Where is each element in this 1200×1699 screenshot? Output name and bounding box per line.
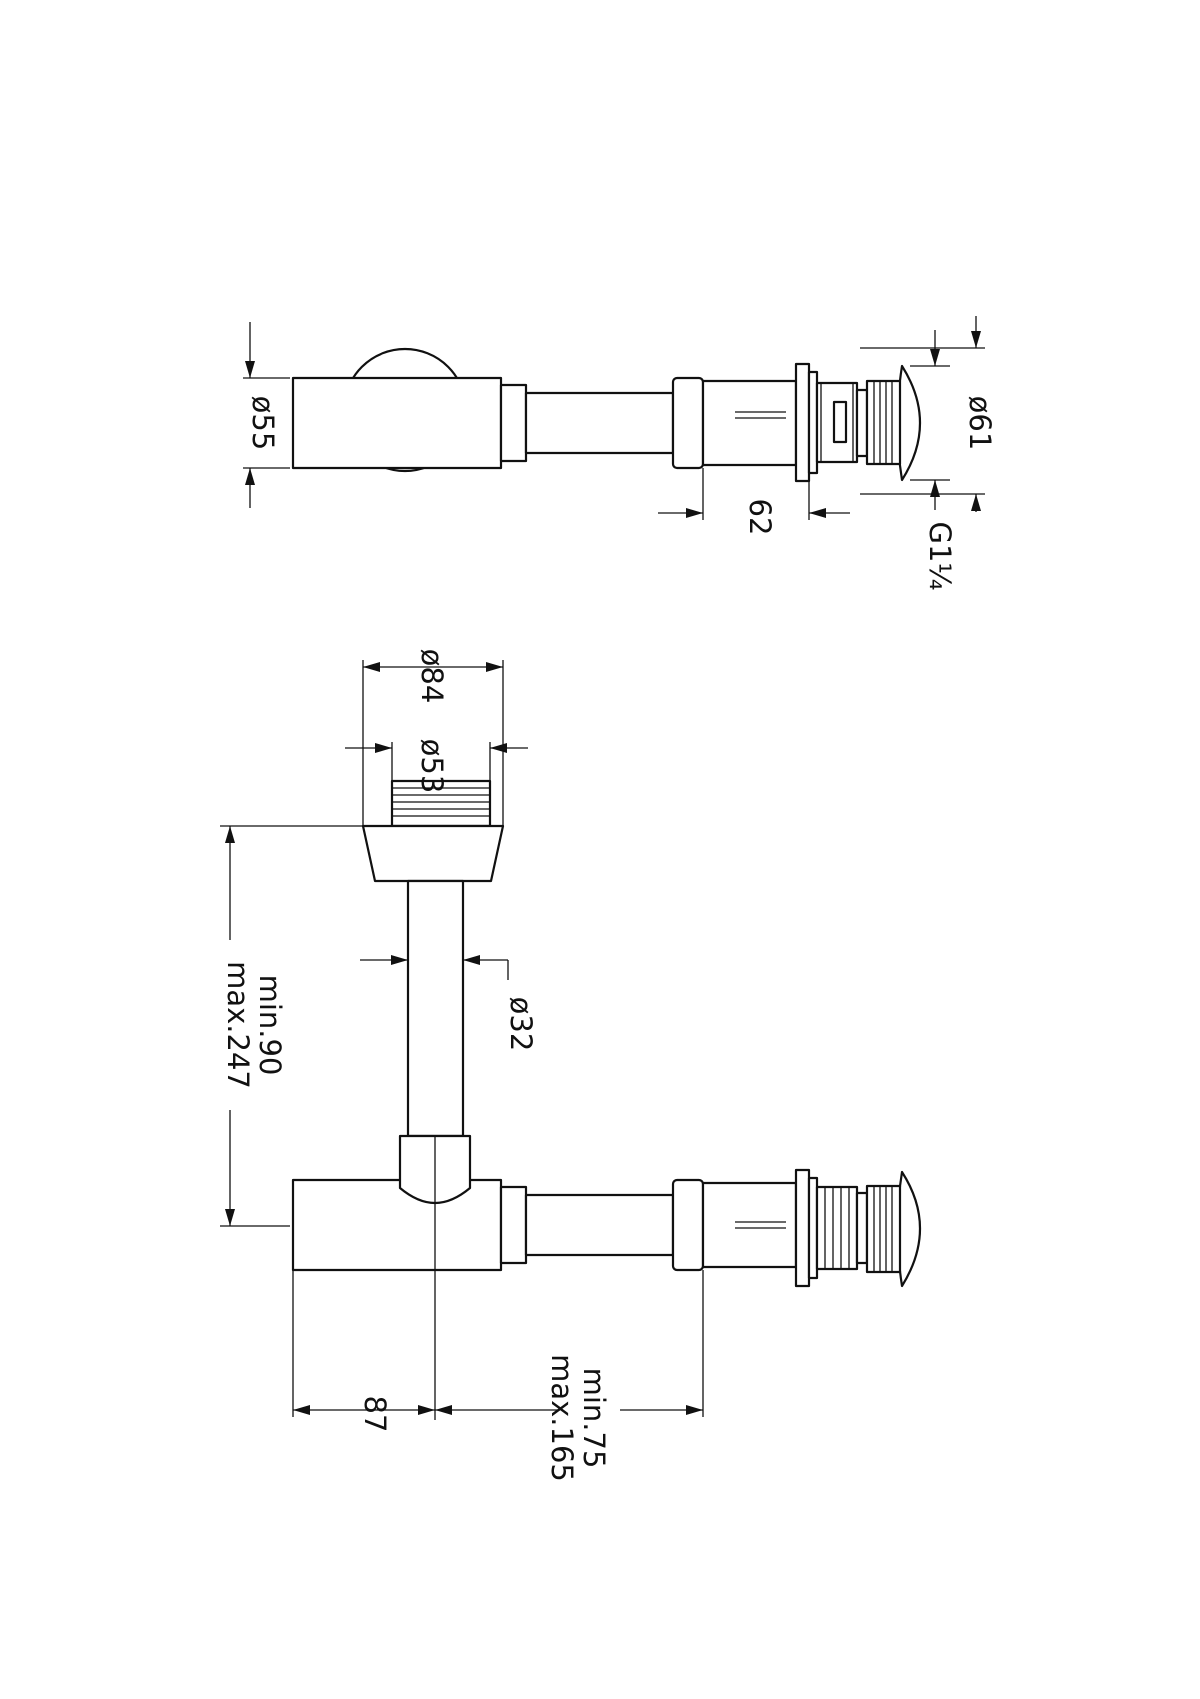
front-horizontal-pipe [524, 1193, 675, 1257]
dim-thread-g1-1-4: G1¼ [923, 521, 957, 590]
dim-dia-61: ø61 [963, 396, 997, 451]
dim-height-max: max.247 [221, 961, 255, 1089]
front-trap-housing [291, 1178, 503, 1272]
top-flange-lip [807, 370, 819, 475]
dim-height-min: min.90 [253, 975, 287, 1076]
top-trap-collar [499, 383, 528, 463]
dim-dia-32: ø32 [504, 997, 538, 1052]
top-pipe [524, 391, 675, 455]
top-nut [671, 376, 705, 470]
front-trap-collar [499, 1185, 528, 1265]
dim-length-min: min.75 [577, 1368, 611, 1469]
top-flange [794, 362, 811, 483]
dim-87: 87 [358, 1396, 392, 1433]
front-waste-body [701, 1181, 798, 1269]
top-view: ø55 62 ø61 G1¼ [243, 316, 997, 591]
top-plug-stem [855, 388, 869, 458]
dim-dia-84: ø84 [415, 649, 449, 704]
front-cone-cap [361, 824, 505, 883]
top-waste-body [701, 379, 798, 467]
front-thread [815, 1185, 859, 1271]
top-window [832, 400, 848, 444]
dim-dia-55: ø55 [246, 396, 280, 451]
front-flange [794, 1168, 811, 1288]
front-vertical-pipe [406, 879, 465, 1138]
dim-62: 62 [743, 499, 777, 536]
dim-length-max: max.165 [545, 1354, 579, 1482]
front-nut [671, 1178, 705, 1272]
top-trap-housing [291, 376, 503, 470]
dim-dia-53: ø53 [415, 739, 449, 794]
front-view: ø84 ø53 ø32 min.90 max.247 87 min.75 max… [220, 649, 922, 1482]
